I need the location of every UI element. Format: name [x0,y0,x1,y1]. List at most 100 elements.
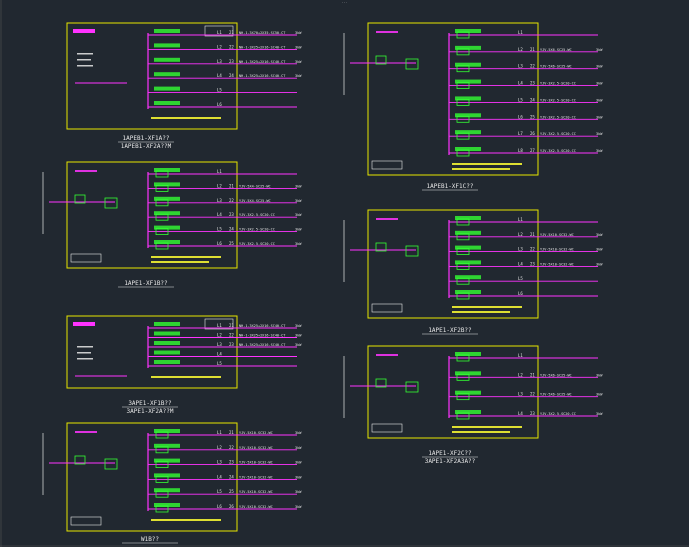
ats-symbol [104,197,118,209]
breaker-symbol [456,292,470,300]
breaker-symbol [456,277,470,285]
breaker-symbol [456,149,470,157]
circuit-phase: 21 [530,372,535,377]
title-block-box [204,318,234,330]
circuit-id: L1 [217,30,222,35]
circuit-id: L2 [217,445,222,450]
panel-tag-box [371,160,403,170]
circuit-id: L6 [217,102,222,107]
breaker-rating-text [154,196,180,201]
panel-tag-box [372,424,402,430]
circuit-load: 3kW [295,228,302,232]
breaker-symbol [456,262,470,270]
breaker-rating-text [154,29,180,33]
ats-symbol [405,245,419,257]
circuit-cable: YJV-5X10-SC32-WC [239,431,273,435]
circuit-phase: 24 [530,97,535,102]
rating-text [77,53,93,55]
breaker-rating-text [455,29,481,33]
panel-label: 1APEB1-XF2A??M [121,143,172,150]
circuit-id: L3 [217,460,222,465]
main-switch-symbol [74,455,86,465]
circuit-phase: 21 [229,30,234,35]
panel-label: 1APE1-XF1B?? [124,280,168,287]
breaker-symbol [456,48,470,56]
panel-tag-text [73,322,95,326]
rating-text [77,352,91,354]
breaker-rating-text [455,230,481,235]
ats-symbol [405,381,419,393]
circuit-cable: YJV-5X6-SC25-WC [540,65,572,69]
breaker-rating-text [154,101,180,105]
note-text [452,168,510,170]
circuit-phase: 22 [530,392,535,397]
circuit-load: 3kW [295,31,302,35]
circuit-phase: 23 [530,81,535,86]
panel-frame [367,345,539,439]
circuit-id: L1 [518,217,523,222]
breaker-rating-text [455,147,481,151]
breaker-rating-text [455,371,481,376]
circuit-id: L4 [518,261,523,266]
circuit-id: L6 [518,114,523,119]
breaker-rating-text [154,211,180,216]
circuit-cable: YJV-5X10-SC32-WC [239,461,273,465]
circuit-load: 3kW [596,248,603,252]
circuit-load: 3kW [596,373,603,377]
breaker-rating-text [154,168,180,172]
circuit-phase: 27 [530,148,535,153]
panel-tag-box [71,254,101,260]
breaker-symbol [456,233,470,241]
breaker-rating-text [154,429,180,433]
breaker-rating-text [455,410,481,414]
breaker-symbol [456,65,470,73]
panel-tag-box [371,423,403,433]
circuit-cable: YJV-5X10-SC32-WC [239,505,273,509]
breaker-symbol [155,184,169,192]
circuit-load: 3kW [295,446,302,450]
note-text [151,256,221,258]
breaker-rating-text [154,360,180,364]
breaker-rating-text [154,72,180,77]
main-switch-symbol [375,378,387,388]
circuit-phase: 23 [229,342,234,347]
circuit-phase: 21 [229,183,234,188]
breaker-symbol [155,170,169,178]
circuit-phase: 24 [229,73,234,78]
circuit-id: L6 [217,504,222,509]
circuit-phase: 21 [229,323,234,328]
circuit-load: 3kW [596,393,603,397]
circuit-load: 3kW [596,48,603,52]
rating-text [77,59,91,61]
circuit-load: 3kW [295,242,302,246]
breaker-symbol [456,99,470,106]
panel-frame [66,22,238,130]
breaker-symbol [456,132,470,140]
circuit-load: 3kW [596,262,603,266]
breaker-symbol [155,490,169,498]
circuit-id: L1 [217,430,222,435]
circuit-cable: YJV-5X6-SC25-WC [540,393,572,397]
breaker-symbol [155,461,169,469]
circuit-phase: 21 [229,430,234,435]
panel-tag-text [75,431,97,433]
circuit-id: L2 [217,44,222,49]
breaker-rating-text [455,62,481,67]
circuit-id: L2 [217,333,222,338]
breaker-symbol [155,228,169,236]
circuit-id: L2 [518,372,523,377]
breaker-symbol [456,248,470,256]
circuit-cable: YJV-5X10-SC32-WC [540,233,574,237]
circuit-phase: 23 [530,411,535,416]
circuit-load: 3kW [596,233,603,237]
circuit-cable: NH-1-3X25+2X16-SC40-CT [239,343,286,347]
panel-label: 1APE1-XF2C?? [428,450,472,457]
circuit-load: 3kW [295,490,302,494]
breaker-rating-text [154,57,180,62]
panel-frame [66,161,238,269]
circuit-id: L2 [518,232,523,237]
